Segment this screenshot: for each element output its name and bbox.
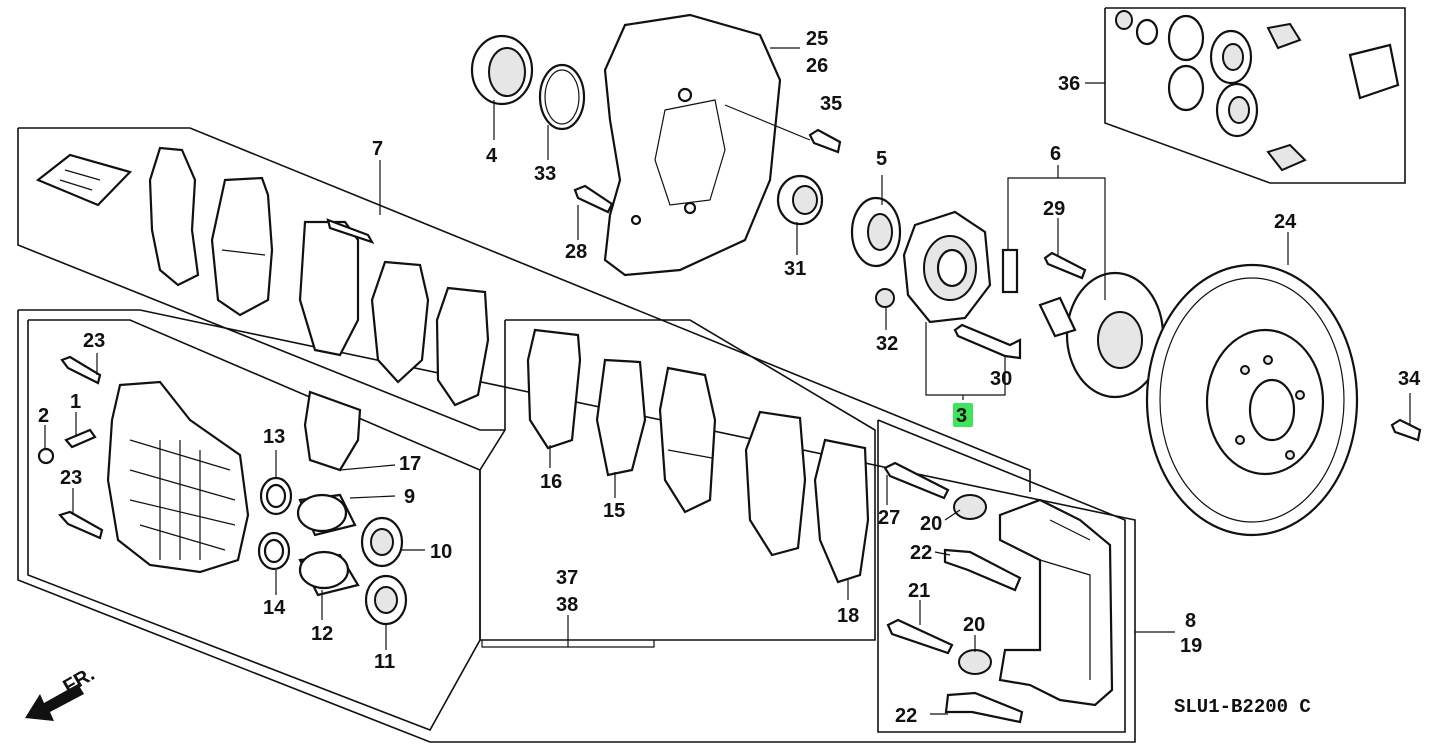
label-22-bottom: 22 bbox=[895, 705, 917, 727]
label-31: 31 bbox=[784, 258, 806, 280]
label-36: 36 bbox=[1058, 73, 1080, 95]
label-23-top: 23 bbox=[83, 330, 105, 352]
label-6: 6 bbox=[1050, 143, 1061, 165]
label-19: 19 bbox=[1180, 635, 1202, 657]
label-18: 18 bbox=[837, 605, 859, 627]
label-2: 2 bbox=[38, 405, 49, 427]
label-21: 21 bbox=[908, 580, 930, 602]
label-10: 10 bbox=[430, 541, 452, 563]
leader-lines bbox=[44, 47, 1411, 715]
label-7: 7 bbox=[372, 138, 383, 160]
label-33: 33 bbox=[534, 163, 556, 185]
label-30: 30 bbox=[990, 368, 1012, 390]
label-35: 35 bbox=[820, 93, 842, 115]
label-16: 16 bbox=[540, 471, 562, 493]
highlight-box bbox=[953, 403, 973, 427]
callout-labels: 7 4 33 25 26 35 5 28 31 32 30 3 6 29 36 … bbox=[38, 28, 1421, 727]
label-14: 14 bbox=[263, 597, 286, 619]
label-17: 17 bbox=[399, 453, 421, 475]
label-22-top: 22 bbox=[910, 542, 932, 564]
label-13: 13 bbox=[263, 426, 285, 448]
pad-set-37-parts bbox=[526, 328, 870, 584]
label-5: 5 bbox=[876, 148, 887, 170]
caliper-body-parts bbox=[37, 355, 408, 626]
label-24: 24 bbox=[1274, 211, 1297, 233]
label-34: 34 bbox=[1398, 368, 1421, 390]
label-12: 12 bbox=[311, 623, 333, 645]
label-27: 27 bbox=[878, 507, 900, 529]
caliper-bracket-parts bbox=[883, 461, 1114, 724]
pad-set-7-parts bbox=[35, 146, 490, 407]
frame-outlines bbox=[17, 7, 1406, 743]
label-25: 25 bbox=[806, 28, 828, 50]
label-20-top: 20 bbox=[920, 513, 942, 535]
front-direction-arrow: FR. bbox=[25, 663, 98, 721]
label-38: 38 bbox=[556, 594, 578, 616]
hub-parts bbox=[470, 13, 1165, 399]
label-37: 37 bbox=[556, 567, 578, 589]
label-4: 4 bbox=[486, 145, 498, 167]
label-28: 28 bbox=[565, 241, 587, 263]
label-3: 3 bbox=[956, 405, 967, 427]
disc-rotor bbox=[1145, 263, 1422, 537]
label-15: 15 bbox=[603, 500, 625, 522]
label-8: 8 bbox=[1185, 610, 1196, 632]
diagram-code: SLU1-B2200 C bbox=[1174, 696, 1311, 718]
label-20-bottom: 20 bbox=[963, 614, 985, 636]
label-32: 32 bbox=[876, 333, 898, 355]
label-23-bottom: 23 bbox=[60, 467, 82, 489]
label-1: 1 bbox=[70, 391, 81, 413]
kit-36-parts bbox=[1115, 10, 1400, 172]
label-9: 9 bbox=[404, 486, 415, 508]
label-26: 26 bbox=[806, 55, 828, 77]
label-29: 29 bbox=[1043, 198, 1065, 220]
label-11: 11 bbox=[374, 651, 395, 673]
